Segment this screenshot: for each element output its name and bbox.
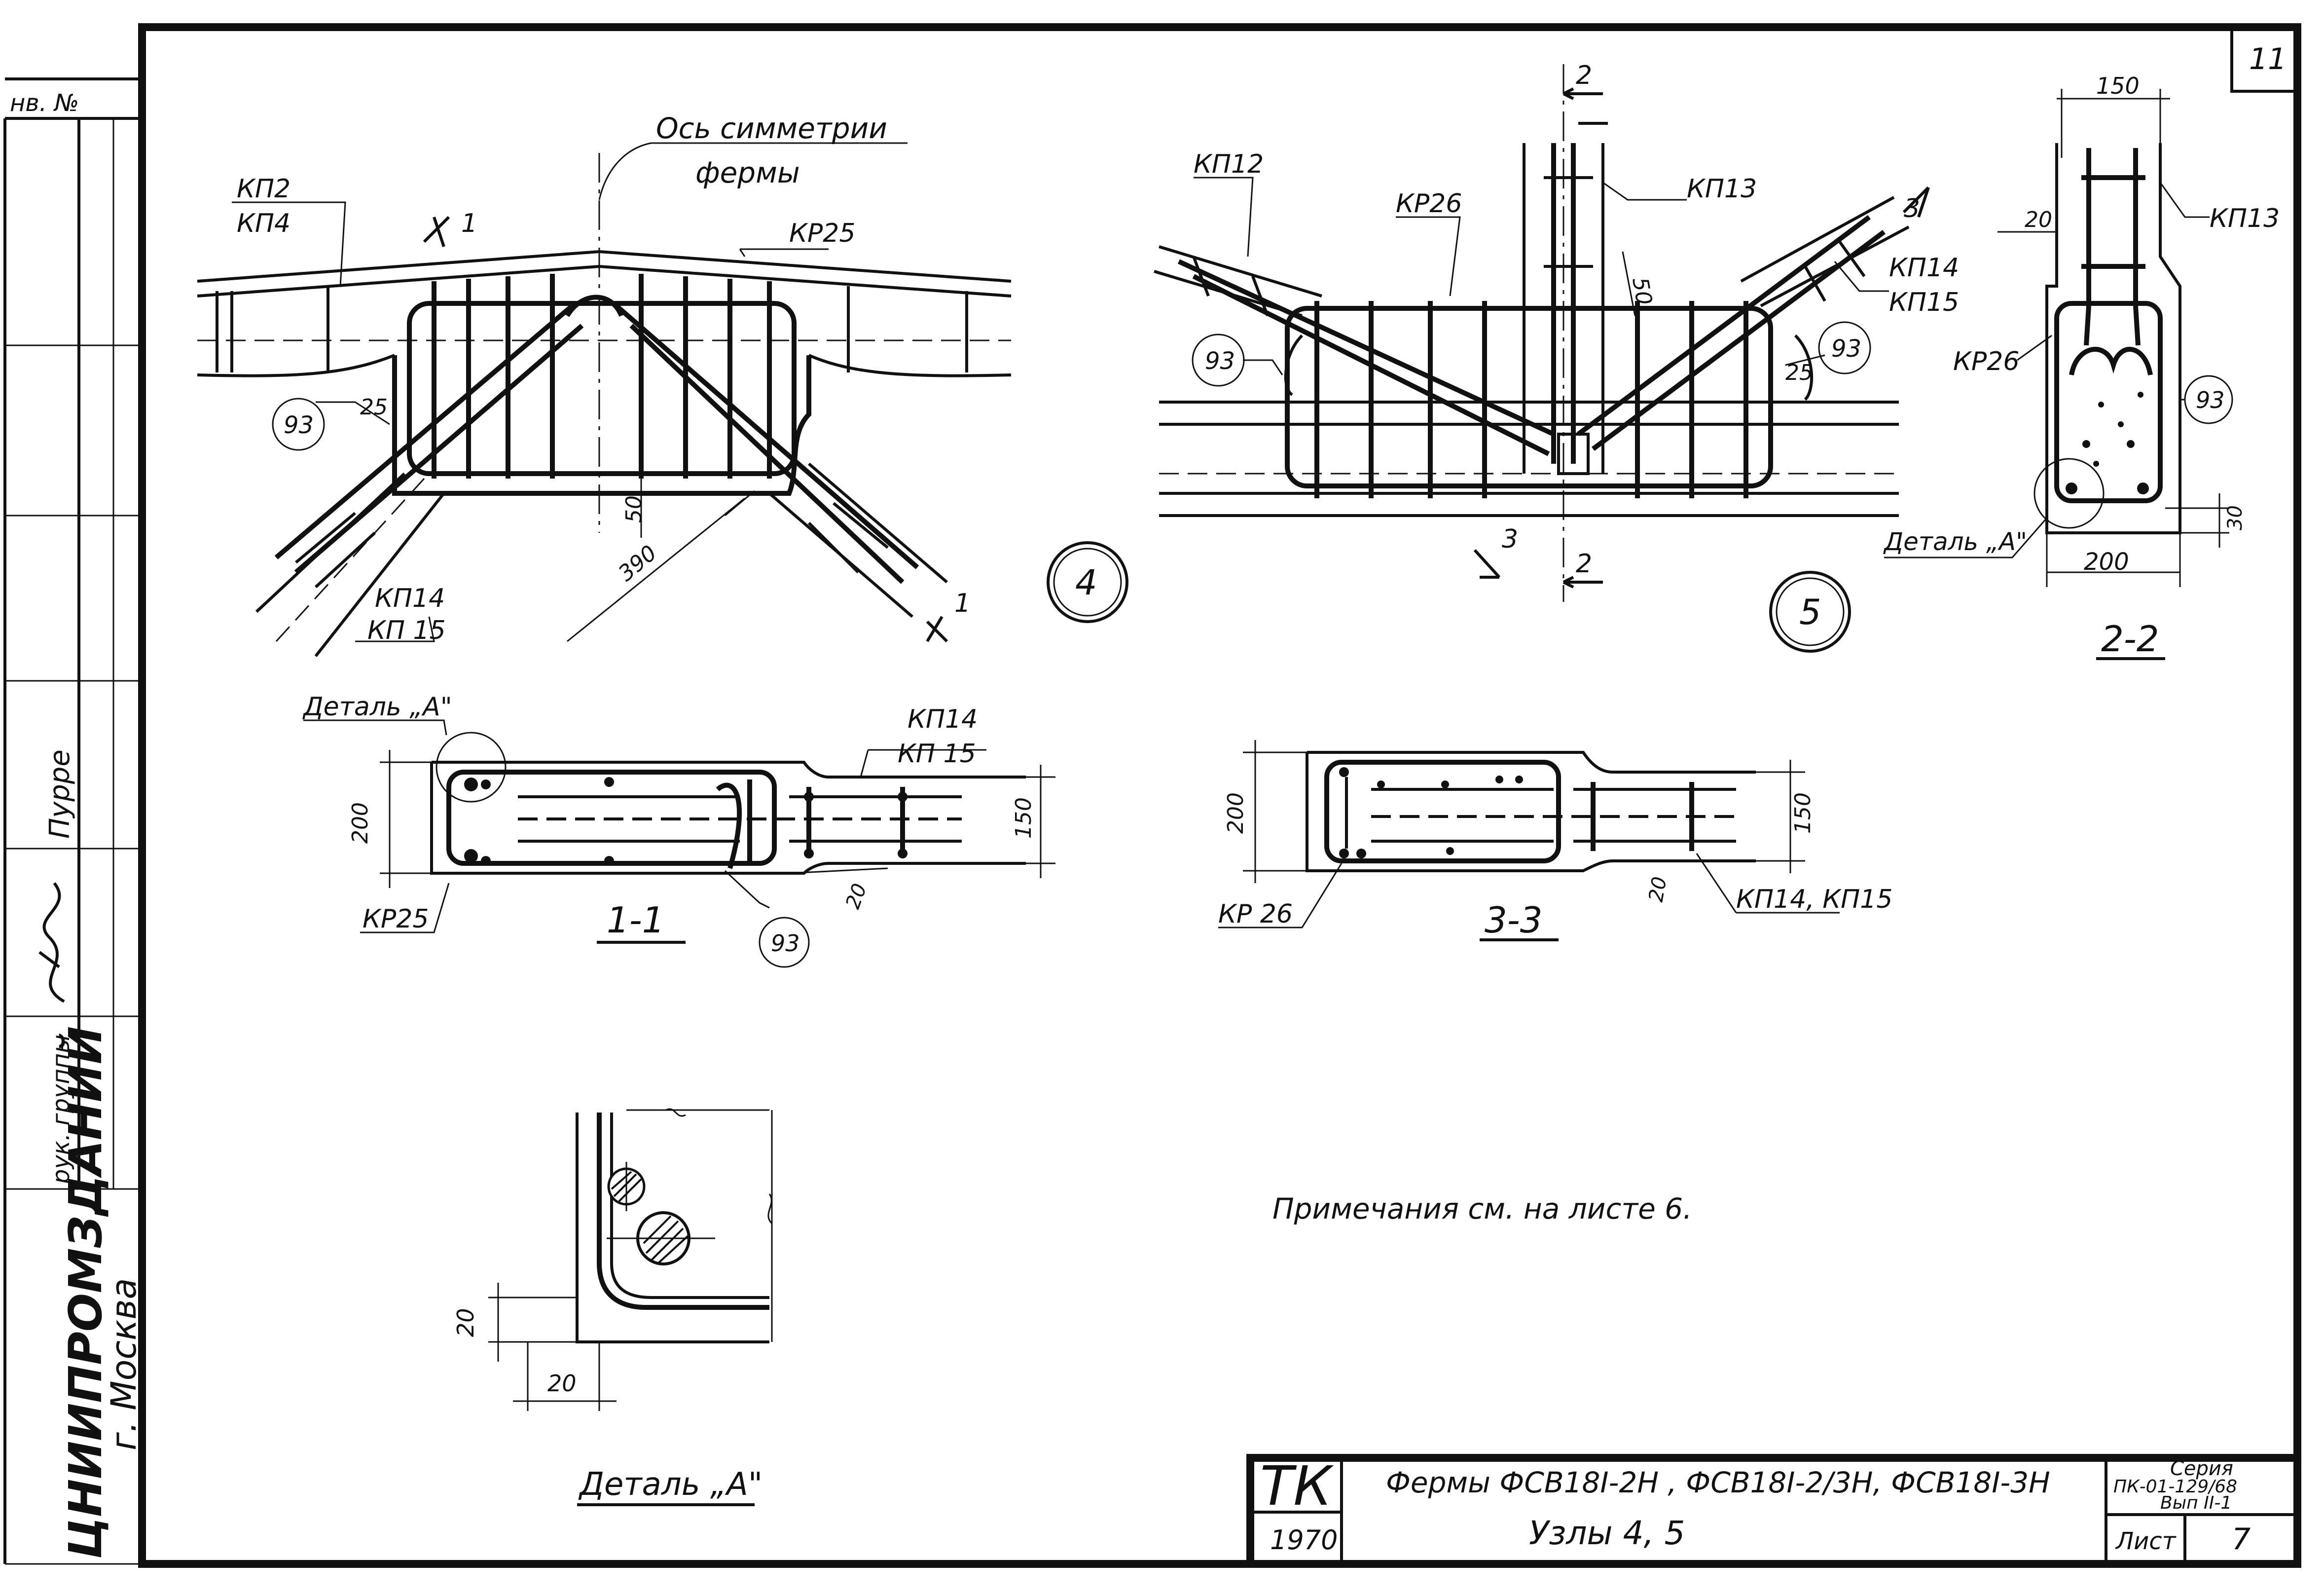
s11-dim-20: 20 — [841, 881, 872, 912]
node-4-drawing — [197, 142, 1128, 657]
sheet-frame — [5, 23, 2301, 1568]
n5-label-kp13: КП13 — [1687, 174, 1757, 204]
title-block-tk: ТК — [1260, 1454, 1334, 1518]
n5-label-kp15: КП15 — [1889, 288, 1959, 317]
title-block-sheet-label: Лист — [2115, 1527, 2177, 1555]
title-block-sheet-value: 7 — [2232, 1522, 2251, 1557]
s22-dim-150: 150 — [2096, 73, 2140, 99]
s11-label-kp14: КП14 — [908, 705, 978, 734]
surname-label: Пурре — [44, 749, 76, 839]
s22-dim-20: 20 — [2025, 207, 2052, 232]
n5-dim-50: 50 — [1627, 275, 1657, 307]
s22-dim-30: 30 — [2224, 505, 2247, 530]
n5-label-kp12: КП12 — [1194, 149, 1264, 179]
n4-section-mark-1a: 1 — [461, 209, 477, 238]
n4-label-kp14: КП14 — [375, 584, 445, 613]
n5-section-2-bottom: 2 — [1576, 549, 1592, 579]
s11-dim-150: 150 — [1011, 797, 1036, 839]
detail-a-dim-20-vertical: 20 — [452, 1308, 479, 1337]
n5-section-2-top: 2 — [1576, 61, 1592, 90]
title-block-year: 1970 — [1270, 1524, 1338, 1556]
n5-bubble-93-left: 93 — [1205, 347, 1235, 375]
title-block-line1: Фермы ФСВ18I-2Н , ФСВ18I-2/3Н, ФСВ18I-3Н — [1386, 1466, 2050, 1499]
s22-label-kr26: КР26 — [1953, 347, 2019, 376]
n4-label-kp2: КП2 — [237, 174, 290, 204]
node-4-number: 4 — [1075, 562, 1097, 603]
s22-title: 2-2 — [2101, 618, 2159, 660]
node-5-drawing — [1154, 64, 1930, 653]
node-5-number: 5 — [1799, 592, 1821, 632]
n5-label-kr26: КР26 — [1396, 189, 1462, 219]
org-city: г. Москва — [104, 1278, 144, 1450]
n5-section-3-top: 3 — [1904, 194, 1920, 223]
side-stamp — [3, 118, 142, 1565]
detail-a-dim-20-horizontal: 20 — [547, 1370, 577, 1397]
section-1-1-drawing — [303, 719, 1055, 968]
s33-dim-20: 20 — [1645, 875, 1671, 904]
s33-label-kr26: КР 26 — [1218, 899, 1293, 929]
detail-a-title: Деталь „А" — [578, 1466, 763, 1503]
note-text: Примечания см. на листе 6. — [1272, 1192, 1692, 1225]
title-block-series-3: Вып II-1 — [2160, 1493, 2232, 1513]
s11-dim-200: 200 — [348, 802, 373, 844]
group-head-label: рук. группы — [47, 1035, 75, 1185]
s11-title: 1-1 — [607, 899, 665, 941]
s22-label-kp13: КП13 — [2210, 204, 2280, 233]
n4-dim-390: 390 — [614, 540, 661, 586]
n4-section-mark-1b: 1 — [954, 589, 971, 618]
title-block-series-2: ПК-01-129/68 — [2113, 1477, 2237, 1497]
s11-label-kp15: КП 15 — [898, 739, 976, 769]
s33-dim-200: 200 — [1223, 792, 1248, 834]
s11-detail-label: Деталь „А" — [302, 692, 452, 722]
n5-dim-25: 25 — [1785, 360, 1813, 385]
axis-label-line2: фермы — [695, 156, 800, 189]
s33-label-kp14-kp15: КП14, КП15 — [1736, 885, 1892, 914]
s33-title: 3-3 — [1485, 899, 1543, 941]
s11-label-kr25: КР25 — [363, 904, 429, 934]
s22-dim-200: 200 — [2084, 548, 2129, 576]
title-block — [1246, 1454, 2301, 1568]
s22-detail-label: Деталь „А" — [1883, 527, 2027, 556]
axis-label-line1: Ось симметрии — [656, 111, 887, 145]
n5-section-3-bottom: 3 — [1502, 524, 1518, 554]
section-2-2-drawing — [1884, 89, 2233, 660]
section-3-3-drawing — [1218, 740, 1840, 941]
n4-dim-25: 25 — [360, 395, 388, 420]
n5-bubble-93-right: 93 — [1831, 335, 1861, 363]
s22-bubble-93: 93 — [2196, 387, 2225, 413]
s33-dim-150: 150 — [1790, 792, 1816, 834]
title-block-line2: Узлы 4, 5 — [1529, 1514, 1685, 1552]
n4-label-kp4: КП4 — [237, 209, 290, 238]
n4-label-kp15: КП 15 — [367, 616, 446, 645]
inv-number-label: нв. № — [10, 89, 79, 117]
n4-dim-50: 50 — [621, 495, 647, 523]
n5-label-kp14: КП14 — [1889, 253, 1959, 283]
n4-label-kr25: КР25 — [789, 219, 855, 248]
org-name: ЦНИИПРОМЗДАНИЙ — [59, 1026, 112, 1559]
sheet-number: 11 — [2249, 42, 2287, 76]
signature — [38, 882, 65, 1003]
detail-a-drawing — [488, 1108, 773, 1506]
title-block-series-1: Серия — [2170, 1457, 2233, 1480]
s11-bubble-93: 93 — [771, 930, 800, 957]
n4-bubble-93: 93 — [284, 411, 314, 439]
